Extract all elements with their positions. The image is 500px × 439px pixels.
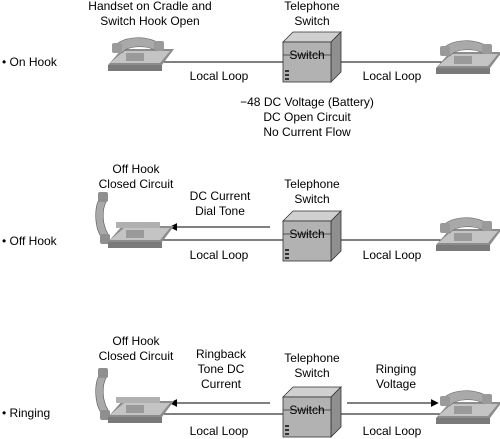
switch-title-line: Telephone (284, 351, 340, 365)
note-line: −48 DC Voltage (Battery) (240, 95, 374, 109)
left-caption-line: Closed Circuit (99, 177, 174, 191)
state-label: • On Hook (2, 55, 58, 69)
local-loop-label: Local Loop (190, 248, 249, 262)
signal-line: Ringback (196, 347, 247, 361)
section-on-hook: • On Hook Handset on Cradle and Switch H… (2, 0, 500, 139)
switch-title-line: Switch (294, 366, 329, 380)
telephone-on-hook-icon (435, 217, 500, 252)
signal-line: Tone DC (198, 362, 245, 376)
telephone-base-icon (108, 222, 174, 248)
switch-label: Switch (289, 227, 324, 241)
left-caption-line: Handset on Cradle and (88, 0, 211, 13)
local-loop-label: Local Loop (363, 69, 422, 83)
signal-line: Dial Tone (195, 204, 245, 218)
local-loop-label: Local Loop (190, 69, 249, 83)
note-line: DC Open Circuit (263, 110, 351, 124)
state-label: • Ringing (2, 406, 50, 420)
left-caption-line: Closed Circuit (99, 349, 174, 363)
signal-line: Current (201, 377, 242, 391)
signal-line: DC Current (190, 189, 251, 203)
local-loop-label: Local Loop (363, 424, 422, 438)
switch-title-line: Telephone (284, 0, 340, 13)
switch-label: Switch (289, 403, 324, 417)
left-caption-line: Switch Hook Open (100, 14, 199, 28)
handset-lifted-icon (95, 367, 111, 421)
switch-title-line: Switch (294, 192, 329, 206)
state-label: • Off Hook (2, 234, 58, 248)
note-line: No Current Flow (263, 125, 351, 139)
telephone-ringing-icon (435, 390, 500, 425)
signal-line: Voltage (376, 377, 416, 391)
left-caption-line: Off Hook (112, 162, 160, 176)
left-caption-line: Off Hook (112, 334, 160, 348)
switch-title-line: Telephone (284, 177, 340, 191)
section-ringing: • Ringing Off Hook Closed Circuit Ringba… (2, 334, 500, 438)
signal-line: Ringing (376, 362, 417, 376)
handset-lifted-icon (95, 191, 111, 245)
telephone-on-hook-icon (435, 40, 500, 75)
telephone-base-icon (108, 397, 174, 423)
section-off-hook: • Off Hook Off Hook Closed Circuit DC Cu… (2, 162, 500, 262)
telephone-on-hook-icon (107, 37, 175, 72)
switch-title-line: Switch (294, 14, 329, 28)
local-loop-label: Local Loop (363, 248, 422, 262)
switch-label: Switch (289, 48, 324, 62)
local-loop-label: Local Loop (190, 424, 249, 438)
